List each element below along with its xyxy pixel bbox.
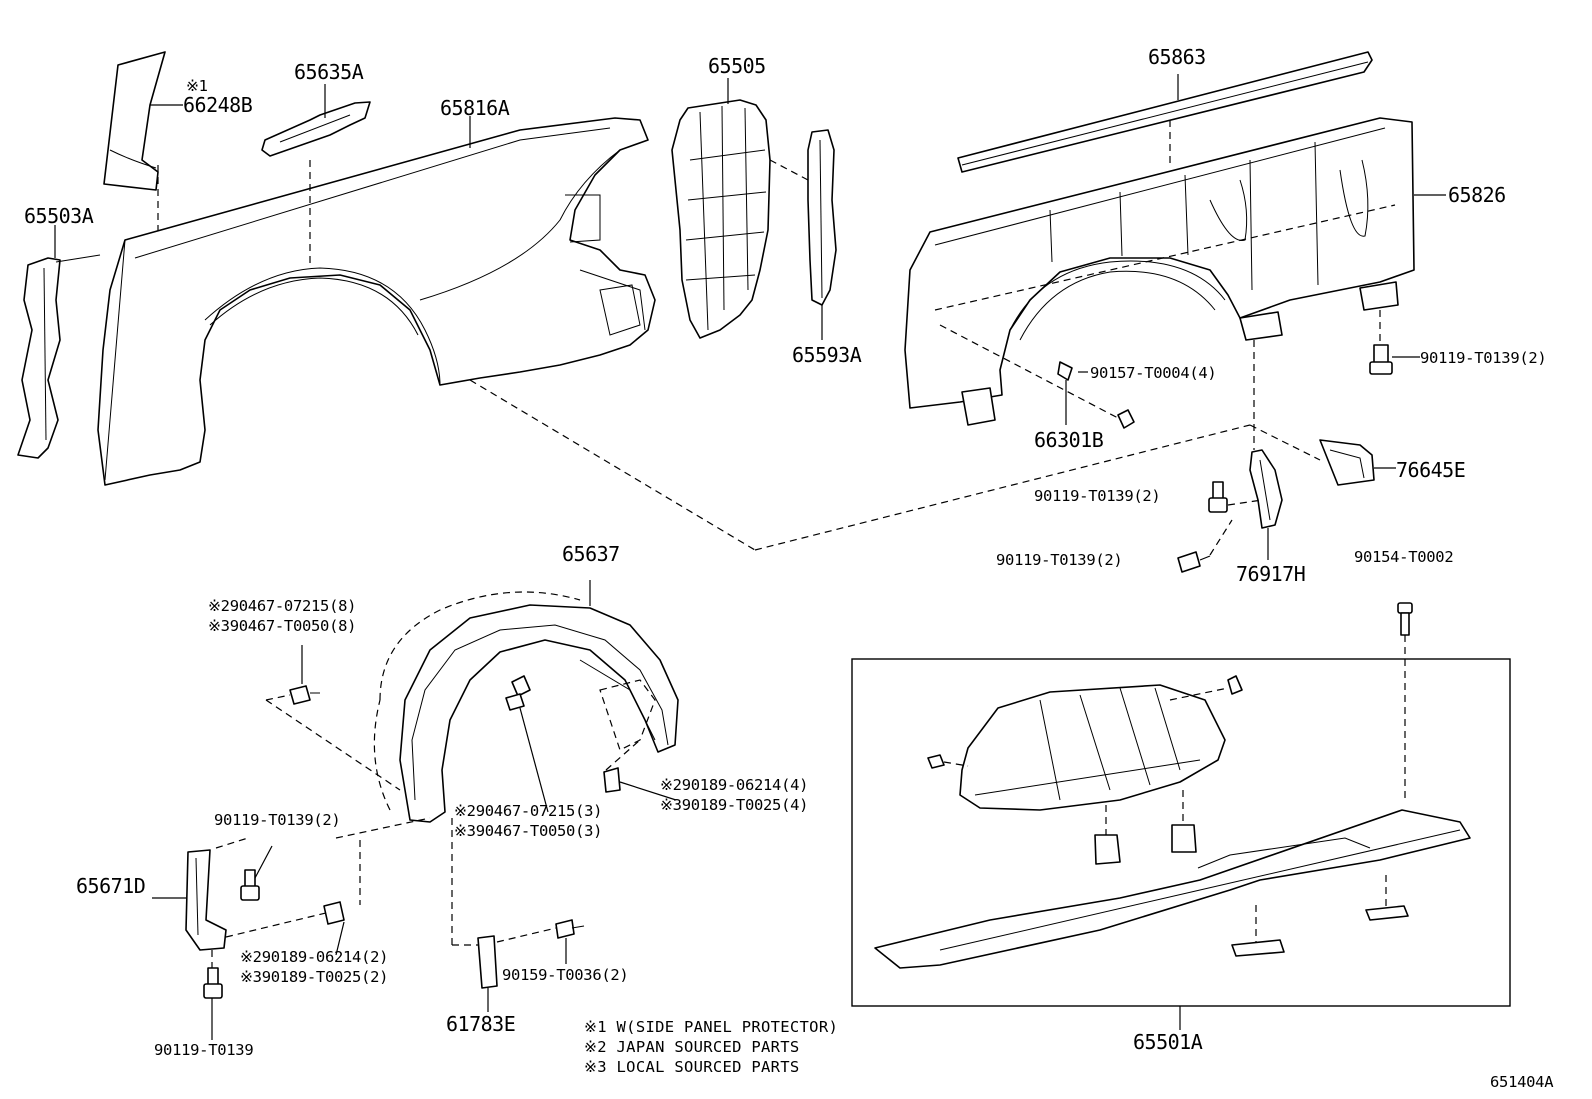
part-label-76917h: 76917H xyxy=(1236,562,1306,586)
part-label-90157: 90157-T0004(4) xyxy=(1090,364,1217,382)
part-label-390189-a: ※390189-T0025(4) xyxy=(660,796,809,814)
figure-id: 651404A xyxy=(1490,1073,1554,1091)
part-65671d-drawing xyxy=(152,817,480,1040)
part-76917h-drawing xyxy=(469,379,1283,573)
part-65863-drawing xyxy=(957,51,1373,173)
part-label-61783e: 61783E xyxy=(446,1012,516,1036)
legend-note-3: ※3 LOCAL SOURCED PARTS xyxy=(584,1058,800,1076)
part-label-65816a: 65816A xyxy=(440,96,510,120)
part-label-65593a: 65593A xyxy=(792,343,862,367)
part-label-90119-bottom: 90119-T0139 xyxy=(154,1041,254,1059)
part-65505-drawing xyxy=(671,78,809,339)
part-label-390467-a: ※390467-T0050(8) xyxy=(208,617,357,635)
part-label-66248b-mark: ※1 xyxy=(186,77,208,95)
part-label-66248b: 66248B xyxy=(183,93,253,117)
part-label-65863: 65863 xyxy=(1148,45,1206,69)
part-label-290189-a: ※290189-06214(4) xyxy=(660,776,809,794)
fasteners-top-right xyxy=(939,324,1420,429)
part-label-65637: 65637 xyxy=(562,542,620,566)
part-label-65501a: 65501A xyxy=(1133,1030,1203,1054)
part-65635a-drawing xyxy=(261,84,371,157)
part-65637-drawing xyxy=(373,580,679,823)
bolt-90154 xyxy=(1397,602,1413,800)
part-label-65826: 65826 xyxy=(1448,183,1506,207)
part-65816a-drawing xyxy=(97,116,656,486)
legend-note-1: ※1 W(SIDE PANEL PROTECTOR) xyxy=(584,1018,839,1036)
part-label-90154: 90154-T0002 xyxy=(1354,548,1454,566)
part-label-90159: 90159-T0036(2) xyxy=(502,966,629,984)
part-label-390467-b: ※390467-T0050(3) xyxy=(454,822,603,840)
legend-note-2: ※2 JAPAN SOURCED PARTS xyxy=(584,1038,800,1056)
part-76645e-drawing xyxy=(1249,424,1396,486)
part-label-65503a: 65503A xyxy=(24,204,94,228)
part-label-76645e: 76645E xyxy=(1396,458,1466,482)
part-label-65505: 65505 xyxy=(708,54,766,78)
part-label-90119-left: 90119-T0139(2) xyxy=(214,811,341,829)
part-label-290189-b: ※290189-06214(2) xyxy=(240,948,389,966)
part-65503a-drawing xyxy=(17,225,101,459)
part-label-65635a: 65635A xyxy=(294,60,364,84)
part-label-90119-mid-b: 90119-T0139(2) xyxy=(996,551,1123,569)
part-65593a-drawing xyxy=(807,129,837,340)
inset-65501a xyxy=(851,658,1511,1030)
part-label-90119-mid-a: 90119-T0139(2) xyxy=(1034,487,1161,505)
part-label-290467-a: ※290467-07215(8) xyxy=(208,597,357,615)
part-61783e-drawing xyxy=(477,919,585,1012)
part-label-290467-b: ※290467-07215(3) xyxy=(454,802,603,820)
part-label-390189-b: ※390189-T0025(2) xyxy=(240,968,389,986)
part-label-90119-top-right: 90119-T0139(2) xyxy=(1420,349,1547,367)
part-65826-drawing xyxy=(904,117,1446,450)
fasteners-liner xyxy=(265,645,677,813)
part-label-65671d: 65671D xyxy=(76,874,146,898)
part-label-66301b: 66301B xyxy=(1034,428,1104,452)
